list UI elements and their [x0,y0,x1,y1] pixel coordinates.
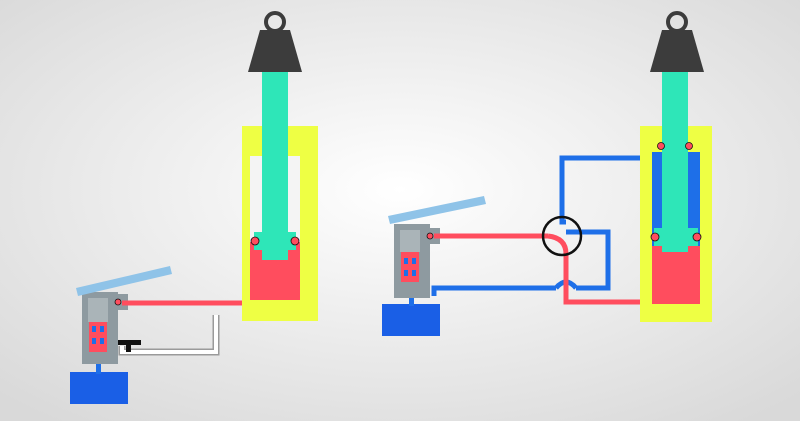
right-weight-lifting-ring-icon [666,11,688,33]
left-weight [248,11,302,72]
left-weight-lifting-ring-icon [264,11,286,33]
left-suction-line [96,360,101,374]
left-release-valve[interactable] [117,340,141,352]
right-reservoir [382,304,440,336]
right-hand-pump [394,224,440,298]
left-reservoir [70,372,128,404]
right-weight [650,11,704,72]
left-return-line [118,315,220,356]
left-pump-handle[interactable] [76,266,172,296]
left-hand-pump [82,292,128,364]
right-jack-system [382,11,712,336]
right-return-lines [431,155,660,296]
right-directional-valve[interactable] [541,215,583,257]
left-jack-system [70,11,318,404]
right-pump-handle[interactable] [388,196,486,224]
left-ram [250,72,300,260]
right-ram [650,72,702,252]
